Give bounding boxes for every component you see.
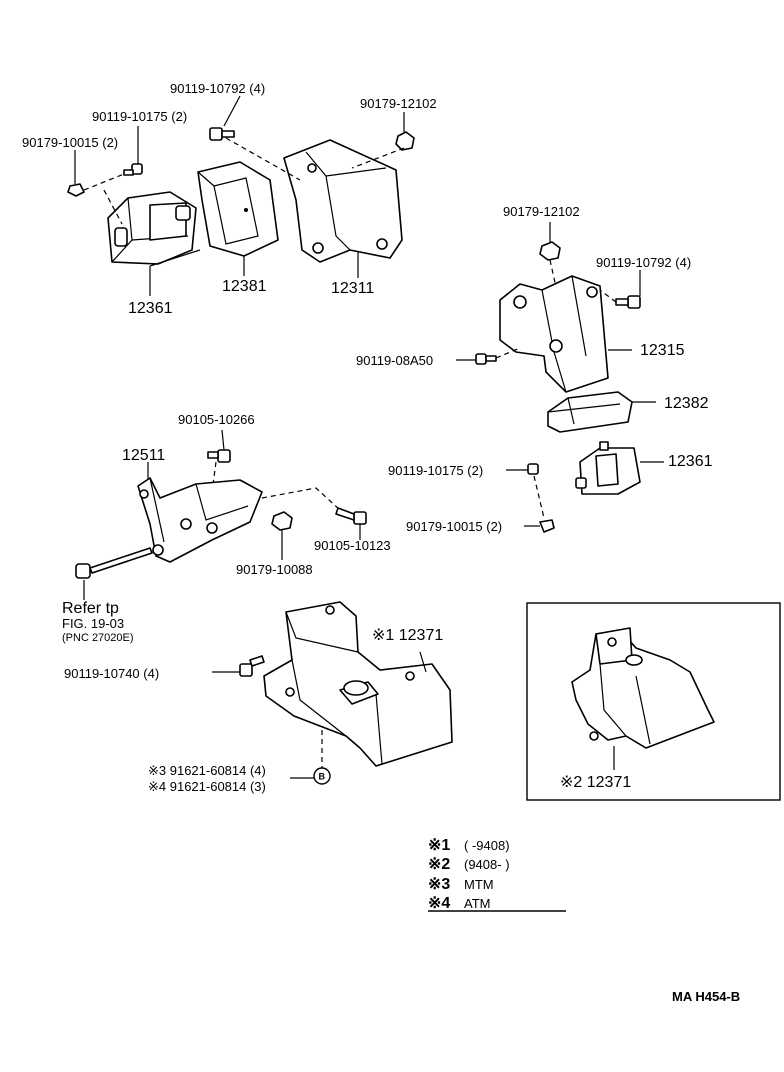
label-note4-91621: ※4 91621-60814 (3): [148, 779, 266, 794]
label-12511: 12511: [122, 447, 165, 464]
bolt-90119-10175-top: [123, 163, 143, 176]
label-90179-10088: 90179-10088: [236, 562, 313, 577]
nut-90179-10088: [271, 511, 293, 531]
label-12361-top: 12361: [128, 300, 173, 317]
label-90179-10015-top: 90179-10015 (2): [22, 135, 118, 150]
label-refer-line1: Refer tp: [62, 600, 119, 617]
legend: ※1 ( -9408) ※2 (9408- ) ※3 MTM ※4 ATM: [428, 837, 510, 912]
label-90105-10266: 90105-10266: [178, 412, 255, 427]
label-90179-10015-right: 90179-10015 (2): [406, 519, 502, 534]
label-90119-10792-right: 90119-10792 (4): [596, 255, 691, 270]
label-mark2-12371: ※2 12371: [560, 774, 631, 791]
legend-text-1: ( -9408): [464, 838, 510, 853]
mount-12371-type2: [571, 627, 715, 749]
legend-text-2: (9408- ): [464, 857, 510, 872]
label-note3-91621: ※3 91621-60814 (4): [148, 763, 266, 778]
nut-90179-12102-top: [395, 131, 415, 151]
bolt-90119-10792-right: [615, 295, 641, 309]
label-12311: 12311: [331, 280, 374, 297]
legend-text-4: ATM: [464, 896, 490, 911]
callout-b-label: B: [319, 772, 326, 782]
label-refer-line2: FIG. 19-03: [62, 616, 124, 631]
label-12382: 12382: [664, 395, 709, 412]
label-refer-line3: (PNC 27020E): [62, 632, 134, 644]
long-bolt-refer: [75, 547, 153, 579]
damper-12381: [197, 161, 279, 257]
label-90119-10792-top: 90119-10792 (4): [170, 81, 265, 96]
label-90119-10175-right: 90119-10175 (2): [388, 463, 483, 478]
label-90119-10740: 90119-10740 (4): [64, 666, 159, 681]
legend-mark-1: ※1: [428, 837, 450, 854]
inset-box: [526, 602, 781, 801]
label-90179-12102-right: 90179-12102: [503, 204, 580, 219]
bolt-90119-10792-top: [209, 127, 235, 141]
legend-text-3: MTM: [464, 877, 494, 892]
label-12381: 12381: [222, 278, 267, 295]
label-90179-12102-top: 90179-12102: [360, 96, 437, 111]
bracket-12311: [283, 139, 403, 263]
mount-12361-top: [107, 191, 201, 267]
bolt-90119-10175-right: [527, 463, 539, 475]
legend-mark-2: ※2: [428, 856, 450, 873]
callout-b-circle: [313, 767, 331, 785]
bracket-12511: [137, 477, 263, 563]
bolt-90105-10123: [335, 507, 367, 525]
label-12361-right: 12361: [668, 453, 713, 470]
label-mark1-12371: ※1 12371: [372, 627, 443, 644]
legend-mark-4: ※4: [428, 895, 450, 912]
bolt-90119-08A50: [475, 353, 497, 365]
mount-12371-type1: [263, 601, 453, 767]
bracket-12315: [499, 275, 609, 393]
nut-90179-12102-right: [539, 241, 561, 261]
nut-90179-10015-top: [67, 183, 85, 197]
footer-code: MA H454-B: [672, 989, 740, 1004]
label-90119-08A50: 90119-08A50: [356, 353, 433, 368]
bolt-90105-10266: [207, 449, 231, 463]
nut-90179-10015-right: [539, 519, 555, 533]
damper-12382: [547, 391, 633, 433]
bolt-90119-10740: [239, 655, 265, 677]
label-90105-10123: 90105-10123: [314, 538, 391, 553]
mount-12361-right: [575, 441, 641, 495]
label-12315: 12315: [640, 342, 685, 359]
legend-mark-3: ※3: [428, 876, 450, 893]
label-90119-10175-top: 90119-10175 (2): [92, 109, 187, 124]
